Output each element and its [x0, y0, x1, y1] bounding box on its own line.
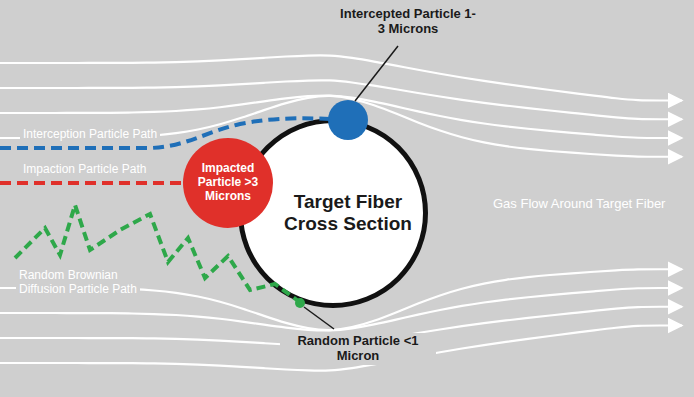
flow-label: Gas Flow Around Target Fiber: [490, 196, 668, 213]
random-particle: [295, 298, 305, 308]
intercepted-particle: [328, 100, 368, 140]
path-label: Impaction Particle Path: [20, 162, 149, 178]
impaction-path: [0, 181, 182, 185]
brownian-path: [15, 205, 297, 300]
text-area: Target Fiber Cross Section: [283, 168, 413, 258]
streamline: [0, 326, 682, 371]
node-text: Target Fiber Cross Section: [283, 191, 413, 235]
text-area: Impacted Particle >3 Microns: [191, 153, 265, 213]
callout-label: Intercepted Particle 1-3 Microns: [335, 6, 481, 38]
callout-label: Random Particle <1 Micron: [280, 333, 436, 365]
path-label: Random Brownian Diffusion Particle Path: [16, 268, 140, 298]
interception-path: [0, 118, 330, 148]
impacted-particle: Impacted Particle >3 Microns: [183, 138, 273, 228]
leader-line: [355, 46, 398, 101]
streamline: [0, 80, 682, 119]
gas-streamlines: [0, 55, 682, 370]
streamline: [0, 55, 682, 100]
node-text: Impacted Particle >3 Microns: [191, 162, 265, 203]
path-label: Interception Particle Path: [20, 127, 160, 143]
target-fiber: Target Fiber Cross Section: [238, 118, 428, 308]
leader-line: [304, 307, 334, 329]
